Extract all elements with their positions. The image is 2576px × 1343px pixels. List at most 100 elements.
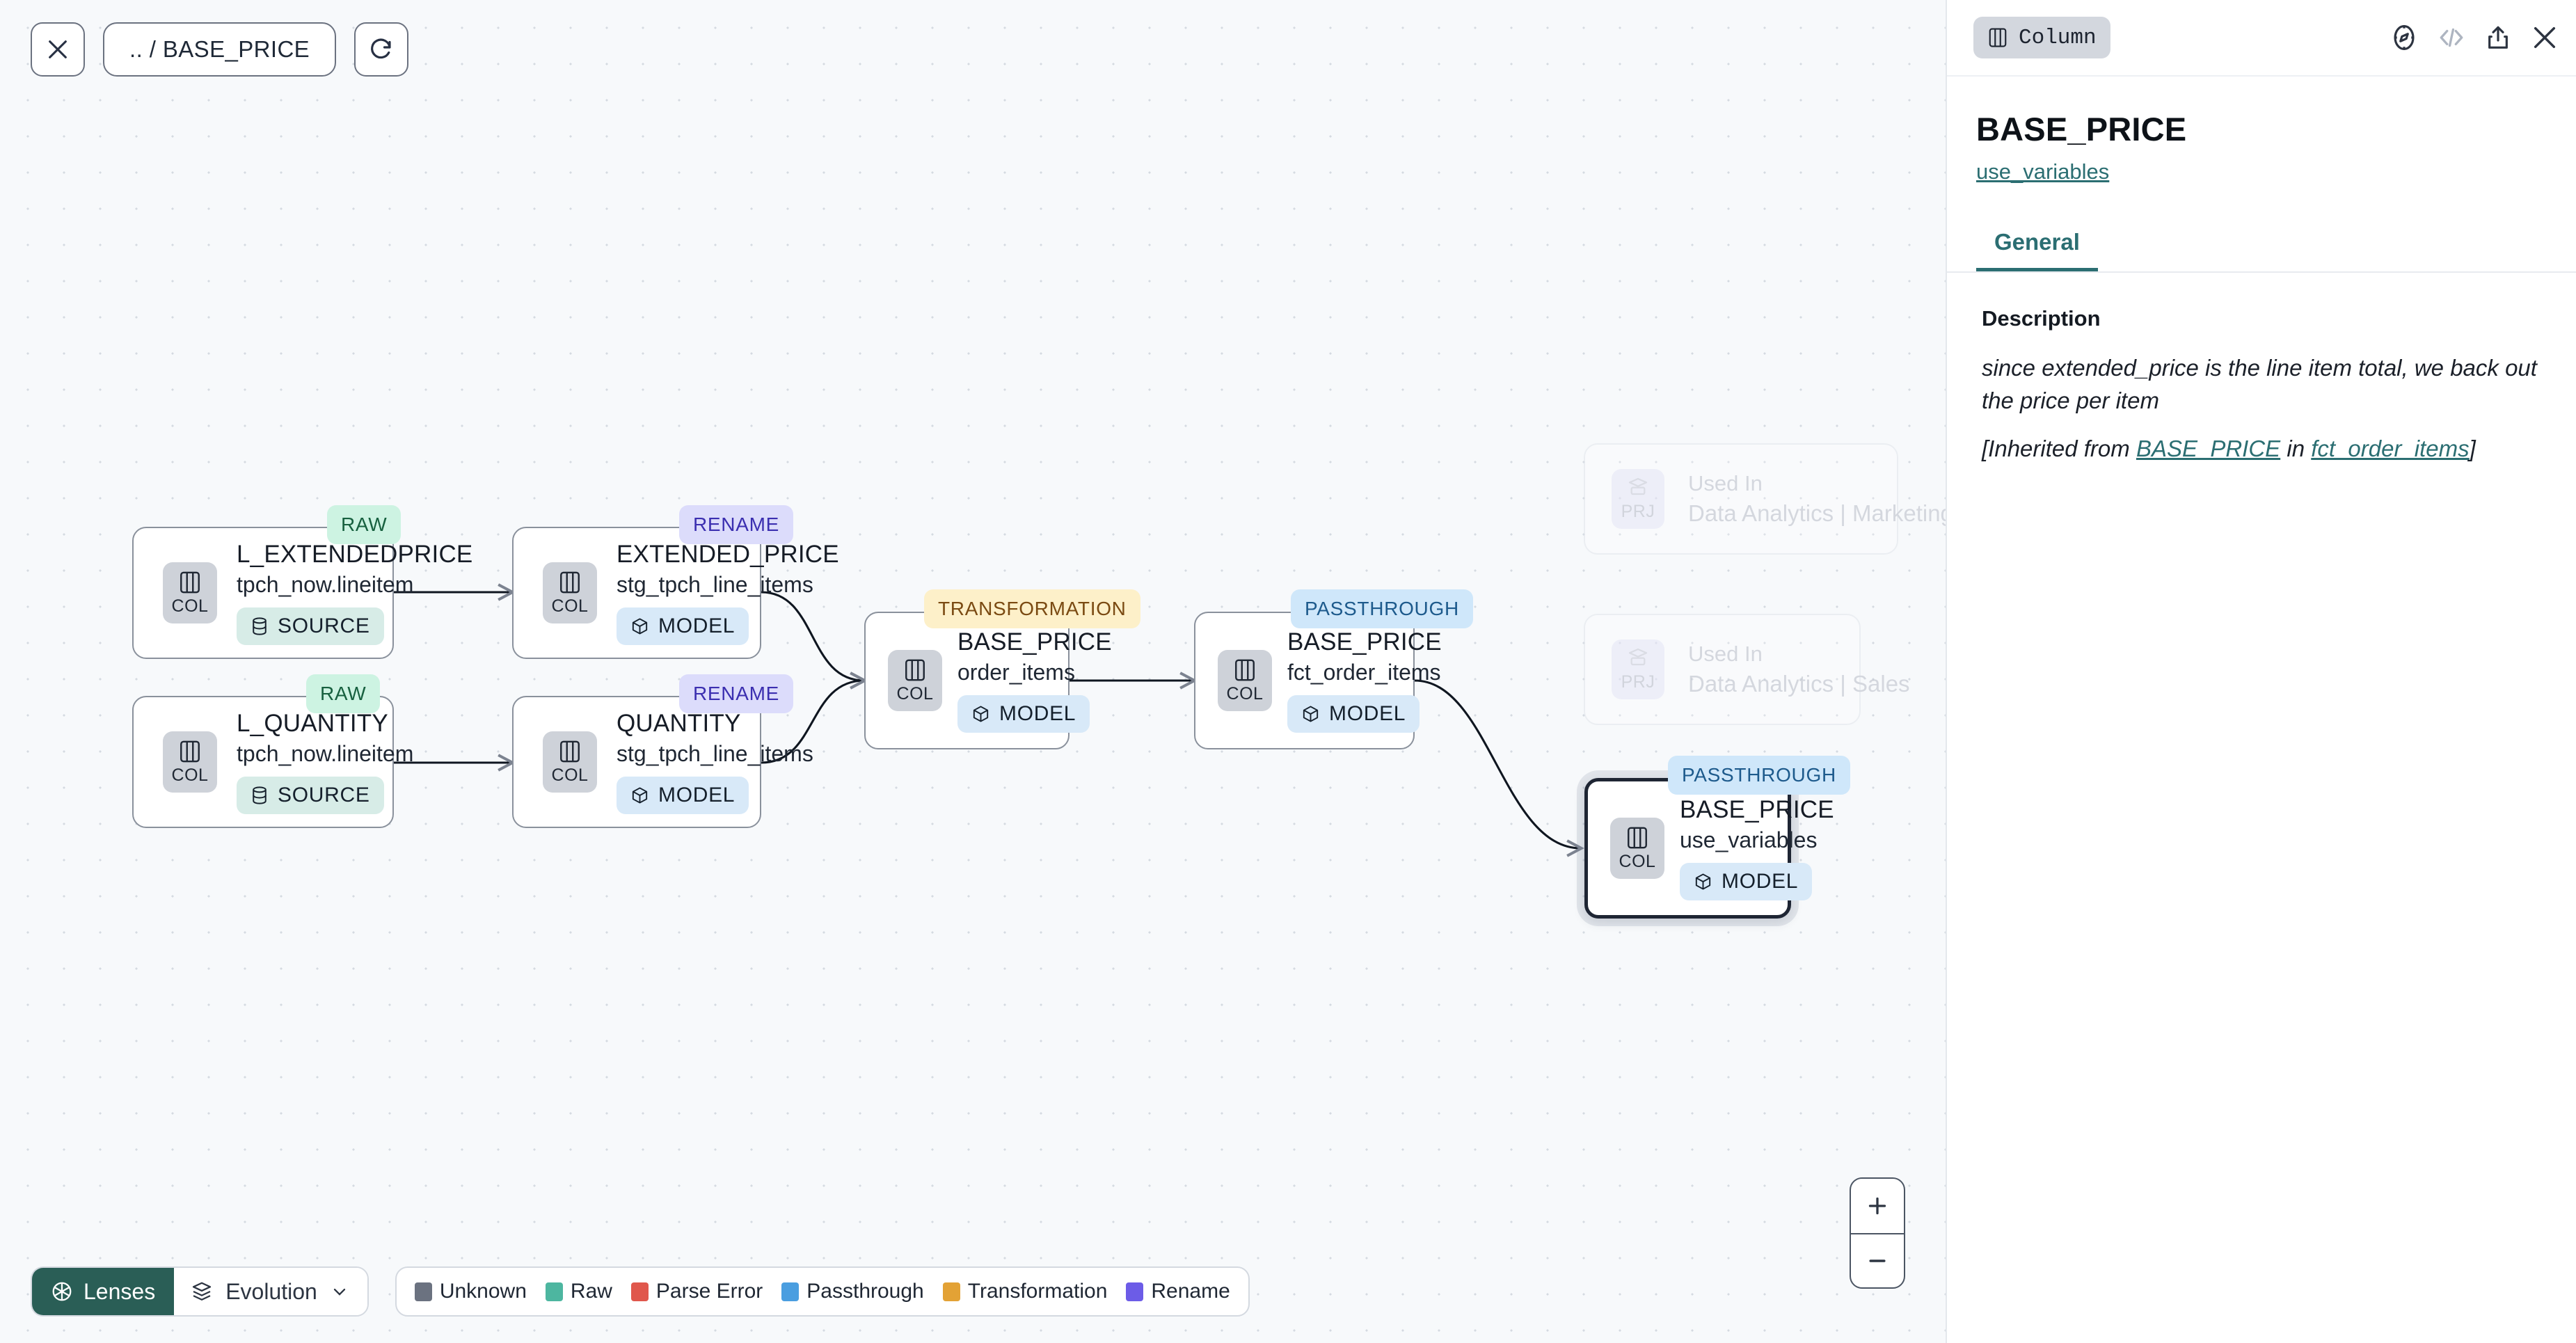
legend-label: Parse Error [655, 1280, 763, 1303]
column-icon [1625, 825, 1649, 851]
cube-icon [1695, 873, 1711, 890]
description-label: Description [1982, 306, 2101, 331]
column-icon-badge: COL [543, 562, 597, 623]
database-icon [253, 617, 267, 635]
node-chip-source: SOURCE [237, 607, 384, 645]
canvas-top-controls: .. / BASE_PRICE [31, 22, 409, 77]
legend-swatch [1126, 1282, 1144, 1301]
zoom-out-button[interactable] [1851, 1233, 1904, 1287]
node-chip-label: MODEL [658, 784, 736, 806]
node-chip-label: MODEL [999, 702, 1076, 725]
page-title: BASE_PRICE [1976, 111, 2187, 148]
legend-item[interactable]: Parse Error [630, 1280, 763, 1303]
share-icon[interactable] [2484, 23, 2512, 52]
node-kind-label: COL [1619, 852, 1656, 871]
legend-item[interactable]: Rename [1126, 1280, 1230, 1303]
project-icon [1627, 647, 1649, 672]
node-kind-label: PRJ [1621, 501, 1655, 521]
lens-badge-raw[interactable]: RAW [327, 505, 401, 544]
entity-type-label: Column [2019, 25, 2097, 50]
column-icon [1989, 28, 2007, 47]
refresh-button[interactable] [354, 22, 409, 77]
breadcrumb[interactable]: .. / BASE_PRICE [103, 22, 337, 77]
legend-item[interactable]: Transformation [942, 1280, 1107, 1303]
column-icon [178, 738, 202, 765]
lenses-label: Lenses [84, 1278, 156, 1304]
lens-badge-passthrough[interactable]: PASSTHROUGH [1668, 756, 1850, 795]
legend-item[interactable]: Raw [545, 1280, 612, 1303]
node-quantity[interactable]: COL QUANTITY stg_tpch_line_items MODEL [512, 696, 813, 828]
ghost-node-value: Data Analytics | Sales [1688, 671, 1910, 697]
canvas-bottom-toolbar: Lenses Evolution Unknown [31, 1266, 1250, 1317]
project-icon-badge: PRJ [1612, 639, 1664, 699]
refresh-icon [371, 38, 391, 59]
legend-label: Unknown [439, 1280, 527, 1303]
inherited-model-link[interactable]: fct_order_items [2311, 435, 2470, 461]
node-l-extendedprice[interactable]: COL L_EXTENDEDPRICE tpch_now.lineitem SO… [132, 527, 472, 659]
node-chip-label: MODEL [658, 614, 736, 637]
node-base-price-use-variables[interactable]: COL BASE_PRICE use_variables MODEL [1584, 778, 1834, 919]
node-kind-label: PRJ [1621, 672, 1655, 692]
cube-icon [632, 618, 648, 635]
node-title: BASE_PRICE [1680, 796, 1834, 823]
node-title: L_QUANTITY [237, 710, 388, 737]
node-base-price-order-items[interactable]: COL BASE_PRICE order_items MODEL [864, 612, 1112, 749]
node-chip-model: MODEL [617, 777, 749, 814]
close-icon [49, 40, 67, 58]
node-subtitle: fct_order_items [1287, 660, 1441, 685]
lens-badge-raw[interactable]: RAW [306, 674, 381, 713]
column-icon [558, 569, 582, 596]
details-panel: Column [1946, 0, 2576, 1343]
legend-item[interactable]: Unknown [414, 1280, 527, 1303]
lens-badge-passthrough[interactable]: PASSTHROUGH [1291, 589, 1473, 628]
tab-general[interactable]: General [1976, 229, 2098, 271]
details-panel-header: Column [1947, 0, 2576, 77]
node-kind-label: COL [551, 765, 589, 785]
node-chip-label: MODEL [1329, 702, 1406, 725]
entity-type-chip[interactable]: Column [1973, 17, 2110, 58]
node-chip-model: MODEL [617, 607, 749, 645]
node-title: QUANTITY [617, 710, 741, 737]
close-canvas-button[interactable] [31, 22, 85, 77]
zoom-controls [1850, 1177, 1905, 1289]
node-title: EXTENDED_PRICE [617, 541, 839, 568]
node-l-quantity[interactable]: COL L_QUANTITY tpch_now.lineitem SOURCE [132, 696, 413, 828]
column-icon [178, 569, 202, 596]
compass-icon[interactable] [2390, 23, 2419, 52]
lineage-canvas[interactable]: .. / BASE_PRICE [0, 0, 1946, 1343]
close-panel-icon[interactable] [2530, 23, 2559, 52]
node-subtitle: order_items [957, 660, 1075, 685]
column-icon-badge: COL [163, 731, 217, 793]
ghost-node-used-in-sales[interactable]: PRJ Used In Data Analytics | Sales [1584, 614, 1910, 725]
lens-legend: Unknown Raw Parse Error Passthrough Tran… [395, 1266, 1250, 1317]
legend-swatch [414, 1282, 432, 1301]
node-extended-price[interactable]: COL EXTENDED_PRICE stg_tpch_line_items M… [512, 527, 839, 659]
inherited-column-link[interactable]: BASE_PRICE [2136, 435, 2281, 461]
ghost-node-label: Used In [1688, 471, 1763, 495]
node-kind-label: COL [1226, 684, 1264, 704]
node-chip-label: SOURCE [278, 784, 370, 806]
cube-icon [1303, 706, 1319, 722]
description-text: since extended_price is the line item to… [1982, 355, 2537, 413]
lens-badge-transformation[interactable]: TRANSFORMATION [924, 589, 1140, 628]
node-kind-label: COL [171, 596, 209, 616]
node-chip-model: MODEL [957, 695, 1090, 733]
lens-badge-rename[interactable]: RENAME [679, 505, 793, 544]
legend-item[interactable]: Passthrough [781, 1280, 924, 1303]
column-icon [903, 657, 927, 683]
panel-tabs: General [1947, 229, 2576, 273]
node-base-price-fct-order-items[interactable]: COL BASE_PRICE fct_order_items MODEL [1194, 612, 1442, 749]
node-chip-label: MODEL [1722, 870, 1799, 893]
evolution-dropdown[interactable]: Evolution [174, 1268, 367, 1315]
source-model-link[interactable]: use_variables [1976, 159, 2110, 184]
node-title: BASE_PRICE [957, 628, 1112, 655]
lenses-button[interactable]: Lenses [32, 1268, 175, 1315]
zoom-in-button[interactable] [1851, 1179, 1904, 1233]
code-icon[interactable] [2437, 23, 2466, 52]
node-chip-model: MODEL [1287, 695, 1420, 733]
node-subtitle: tpch_now.lineitem [237, 572, 414, 597]
aperture-icon [52, 1282, 72, 1301]
ghost-node-used-in-marketing[interactable]: PRJ Used In Data Analytics | Marketing [1584, 443, 1946, 555]
inherited-mid: in [2280, 435, 2312, 461]
lens-badge-rename[interactable]: RENAME [679, 674, 793, 713]
